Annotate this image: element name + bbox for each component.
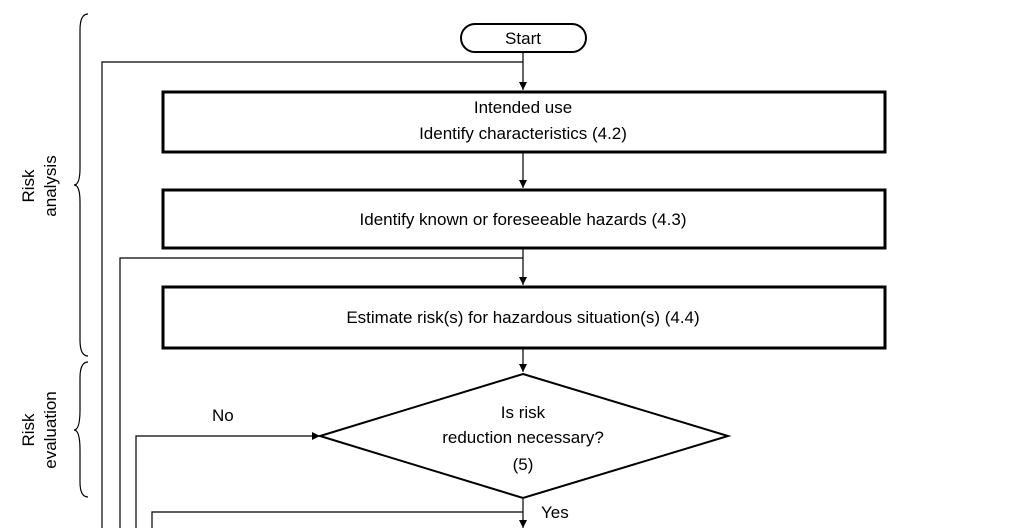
start-terminator: Start: [460, 23, 587, 53]
risk-evaluation-brace: [73, 361, 89, 498]
step-identify-hazards-box: Identify known or foreseeable hazards (4…: [161, 188, 887, 250]
decision-line2: reduction necessary?: [442, 428, 604, 447]
decision-risk-reduction: Is risk reduction necessary? (5): [316, 372, 732, 500]
step-estimate-risk-label: Estimate risk(s) for hazardous situation…: [346, 308, 699, 327]
decision-line3: (5): [513, 455, 534, 474]
no-branch-line: [135, 432, 320, 528]
start-label: Start: [505, 29, 541, 48]
risk-evaluation-label-line1: Risk: [19, 413, 38, 447]
step-intended-use-line1: Intended use: [474, 98, 572, 117]
no-label: No: [212, 406, 234, 425]
risk-evaluation-label: Risk evaluation: [19, 391, 60, 469]
feedback-line-inner: [151, 511, 523, 528]
step-intended-use-box: Intended use Identify characteristics (4…: [161, 90, 887, 154]
risk-analysis-label-line2: analysis: [41, 155, 60, 216]
step-identify-hazards-label: Identify known or foreseeable hazards (4…: [360, 210, 687, 229]
risk-analysis-brace: [73, 13, 89, 357]
yes-label: Yes: [541, 503, 569, 522]
decision-line1: Is risk: [501, 403, 546, 422]
feedback-line-middle: [119, 257, 523, 528]
risk-analysis-label: Risk analysis: [19, 155, 60, 216]
step-estimate-risk-box: Estimate risk(s) for hazardous situation…: [161, 285, 887, 350]
risk-analysis-label-line1: Risk: [19, 169, 38, 203]
step-intended-use-line2: Identify characteristics (4.2): [419, 124, 627, 143]
risk-evaluation-label-line2: evaluation: [41, 391, 60, 469]
feedback-line-outer: [101, 61, 523, 528]
